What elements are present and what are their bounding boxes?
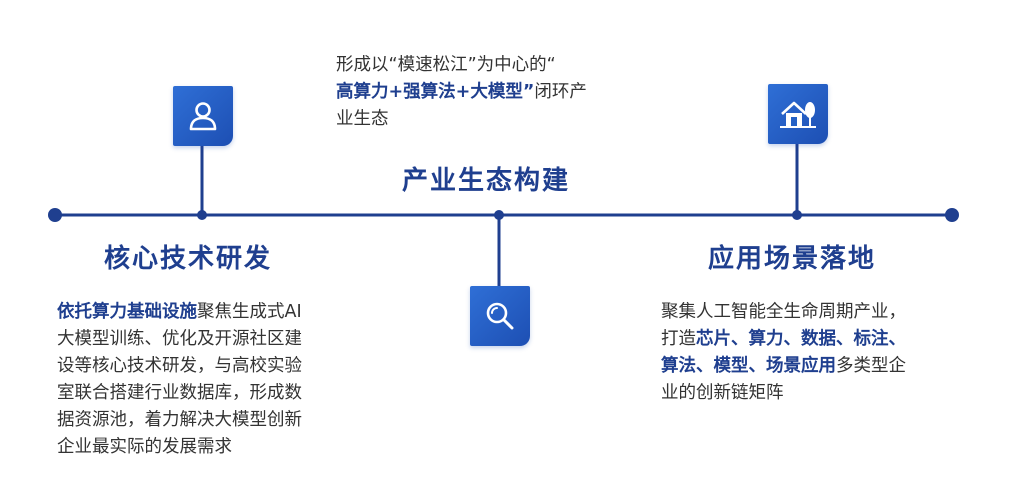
search-icon <box>470 286 530 346</box>
right-desc-line-2-prefix: 打造 <box>661 329 696 349</box>
left-section-title: 核心技术研发 <box>104 244 273 274</box>
center-desc-line-1: 形成以“模速松江”为中心的“ <box>336 55 556 75</box>
right-desc-line-1: 聚集人工智能全生命周期产业， <box>661 302 906 322</box>
left-desc-line-6: 企业最实际的发展需求 <box>57 437 232 457</box>
center-section-title: 产业生态构建 <box>402 166 571 196</box>
center-desc-line-3: 业生态 <box>336 109 389 129</box>
right-desc-line-2: 打造芯片、算力、数据、标注、 <box>661 326 1001 353</box>
left-desc-line-2: 大模型训练、优化及开源社区建 <box>57 329 302 349</box>
center-desc-line-2: 高算力+强算法+大模型”闭环产 <box>336 79 676 106</box>
center-desc-highlight: 高算力+强算法+大模型” <box>336 82 535 102</box>
timeline-node-center <box>494 210 504 220</box>
left-desc-line-1: 依托算力基础设施聚焦生成式AI <box>57 299 397 326</box>
user-icon <box>173 86 233 146</box>
left-desc-highlight: 依托算力基础设施 <box>57 302 197 322</box>
right-desc-line-3-rest: 多类型企 <box>836 356 906 376</box>
left-section-description: 依托算力基础设施聚焦生成式AI 大模型训练、优化及开源社区建 设等核心技术研发，… <box>57 299 397 461</box>
right-section-description: 聚集人工智能全生命周期产业， 打造芯片、算力、数据、标注、 算法、模型、场景应用… <box>661 299 1001 407</box>
left-desc-line-1-rest: 聚焦生成式AI <box>197 302 302 322</box>
right-desc-line-3: 算法、模型、场景应用多类型企 <box>661 353 1001 380</box>
left-desc-line-4: 室联合搭建行业数据库，形成数 <box>57 383 302 403</box>
center-desc-line-2-rest: 闭环产 <box>534 82 587 102</box>
right-desc-line-4: 业的创新链矩阵 <box>661 383 784 403</box>
timeline-node-right <box>792 210 802 220</box>
center-section-description: 形成以“模速松江”为中心的“ 高算力+强算法+大模型”闭环产 业生态 <box>336 52 676 133</box>
right-desc-highlight-1: 芯片、算力、数据、标注、 <box>696 329 906 349</box>
timeline-endpoint-left <box>48 208 62 222</box>
right-desc-highlight-2: 算法、模型、场景应用 <box>661 356 836 376</box>
left-desc-line-3: 设等核心技术研发，与高校实验 <box>57 356 302 376</box>
house-tree-icon <box>768 84 828 144</box>
timeline-node-left <box>197 210 207 220</box>
left-desc-line-5: 据资源池，着力解决大模型创新 <box>57 410 302 430</box>
timeline-endpoint-right <box>945 208 959 222</box>
right-section-title: 应用场景落地 <box>708 244 877 274</box>
